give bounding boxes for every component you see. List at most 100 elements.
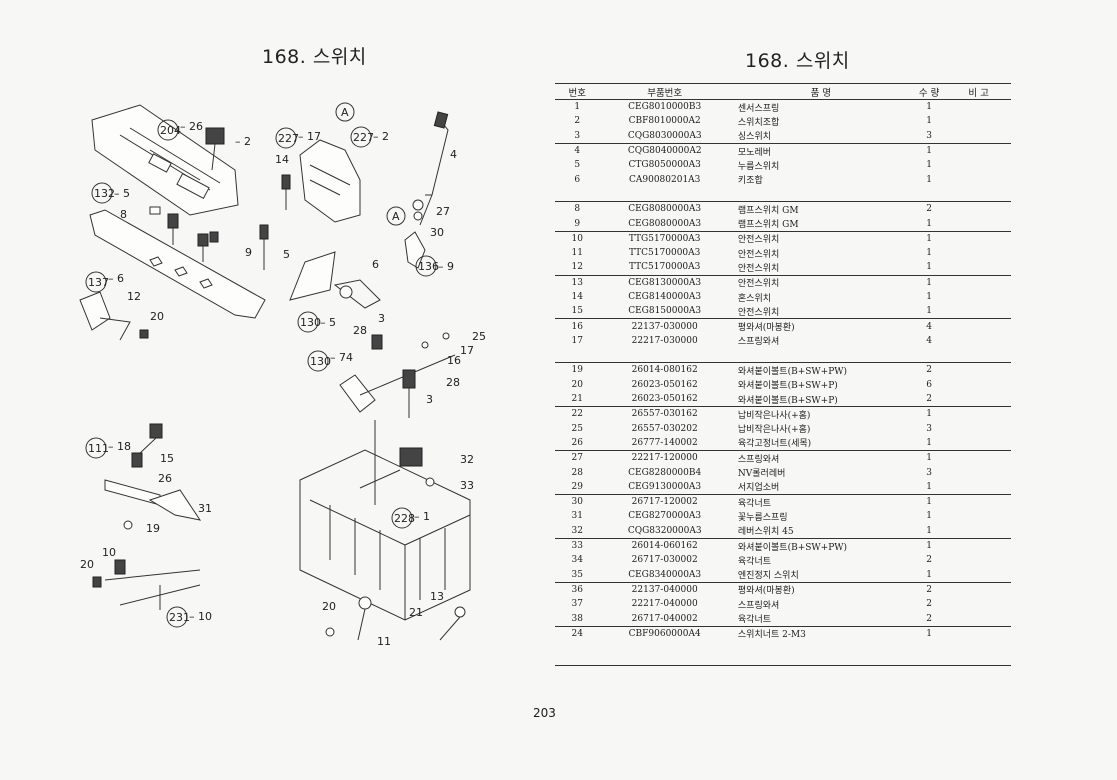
row-number: 27: [555, 450, 600, 466]
row-quantity: 2: [926, 613, 932, 624]
svg-text:20: 20: [80, 558, 94, 571]
row-part-name: 와셔붙이볼트(B+SW+PW): [729, 362, 912, 378]
row-remarks: [946, 568, 1011, 583]
row-part-name: 스프링와셔: [729, 450, 912, 466]
row-number: 9: [574, 218, 581, 229]
row-part-number: 22137-040000: [599, 581, 730, 598]
svg-text:– 5: – 5: [320, 316, 336, 329]
row-part-name: 레버스위치 45: [737, 527, 794, 538]
row-part-number: 26717-030002: [631, 555, 698, 566]
row-quantity: 4: [926, 335, 932, 346]
row-number: 28: [571, 467, 583, 478]
col-quantity: 수 량: [911, 83, 947, 100]
empty-cell: [912, 348, 946, 363]
empty-cell: [599, 187, 729, 202]
svg-text:130: 130: [310, 355, 331, 368]
row-remarks: [946, 274, 1011, 290]
row-part-number: CEG8140000A3: [628, 292, 702, 302]
svg-text:15: 15: [160, 452, 174, 465]
row-number: 16: [555, 318, 600, 334]
col-part-number: 부품번호: [599, 83, 730, 100]
row-remarks: [946, 581, 1011, 598]
row-number: 29: [571, 481, 583, 492]
row-part-number: CQG8320000A3: [627, 525, 702, 536]
row-part-name: 서지업소버: [737, 483, 780, 494]
svg-text:5: 5: [283, 248, 290, 261]
row-remarks: [946, 304, 1011, 319]
svg-text:11: 11: [377, 635, 391, 648]
row-part-number: 26557-030162: [599, 406, 730, 422]
row-part-name: 스프링와셔: [737, 337, 780, 348]
row-remarks: [946, 422, 1011, 436]
row-number: 14: [571, 292, 583, 302]
row-part-number: 26777-140002: [631, 437, 698, 448]
row-quantity: 2: [911, 362, 947, 378]
svg-text:– 1: – 1: [414, 510, 430, 523]
row-number: 5: [574, 160, 581, 171]
row-remarks: [946, 201, 1011, 217]
svg-text:– 18: – 18: [108, 440, 131, 453]
svg-text:– 5: – 5: [114, 187, 130, 200]
row-number: 19: [555, 362, 600, 378]
row-part-number: CEG8270000A3: [628, 511, 702, 522]
row-number: 12: [571, 262, 583, 273]
row-remarks: [946, 129, 1011, 144]
svg-text:231: 231: [169, 611, 190, 624]
row-number: 35: [571, 569, 583, 580]
row-remarks: [946, 494, 1011, 510]
row-part-name: 싱스위치: [737, 132, 772, 143]
row-part-number: 26023-050162: [631, 394, 698, 405]
row-remarks: [946, 318, 1011, 334]
row-quantity: 1: [926, 292, 932, 302]
svg-text:9: 9: [245, 246, 252, 259]
row-part-name: 납비작은나사(+홈): [729, 406, 912, 422]
row-number: 26: [571, 437, 583, 448]
svg-text:136: 136: [418, 260, 439, 273]
row-quantity: 1: [926, 102, 932, 113]
row-remarks: [946, 524, 1011, 539]
svg-text:228: 228: [394, 512, 415, 525]
row-quantity: 1: [911, 406, 947, 422]
row-number: 36: [555, 581, 600, 598]
row-part-number: CEG8080000A3: [599, 201, 730, 217]
row-quantity: 1: [926, 481, 932, 492]
row-quantity: 1: [911, 450, 947, 466]
row-remarks: [946, 392, 1011, 407]
svg-text:25: 25: [472, 330, 486, 343]
row-remarks: [946, 158, 1011, 172]
row-quantity: 1: [911, 537, 947, 554]
row-part-name: 키조합: [737, 176, 763, 187]
row-part-number: 22217-040000: [631, 599, 698, 610]
row-part-number: 26717-040002: [631, 613, 698, 624]
row-remarks: [946, 290, 1011, 304]
row-remarks: [946, 100, 1011, 115]
row-quantity: 1: [926, 248, 932, 259]
safety-switch-bracket: [339, 332, 456, 418]
row-part-name: 육각너트: [737, 556, 772, 567]
row-remarks: [946, 625, 1011, 641]
row-remarks: [946, 172, 1011, 186]
row-number: 24: [555, 625, 600, 641]
svg-text:137: 137: [88, 276, 109, 289]
row-remarks: [946, 450, 1011, 466]
row-remarks: [946, 553, 1011, 567]
row-remarks: [946, 230, 1011, 246]
row-quantity: 1: [926, 525, 932, 536]
svg-text:227: 227: [353, 131, 374, 144]
row-remarks: [946, 436, 1011, 451]
row-part-name: 램프스위치 GM: [729, 201, 912, 217]
svg-text:– 17: – 17: [298, 130, 321, 143]
row-part-number: 26023-050162: [631, 379, 698, 390]
